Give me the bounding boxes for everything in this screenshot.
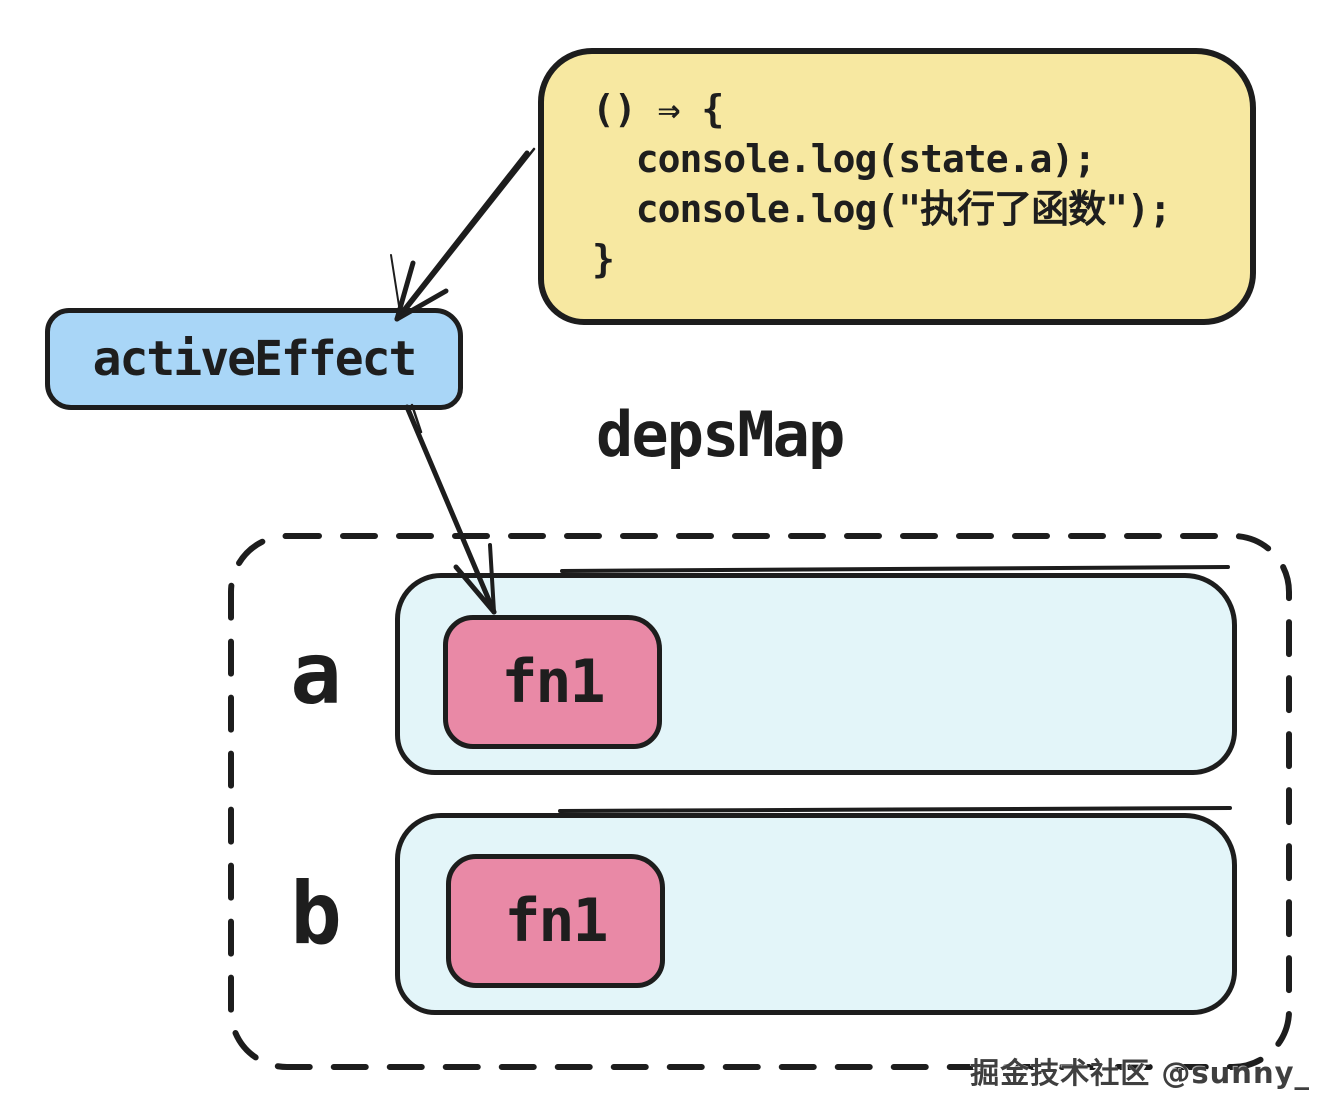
dep-key-b: b	[290, 864, 342, 964]
effect-function-code-box: () ⇒ { console.log(state.a); console.log…	[538, 48, 1256, 325]
dep-fn-a: fn1	[443, 615, 662, 749]
code-line: }	[592, 237, 615, 281]
active-effect-box: activeEffect	[45, 308, 463, 410]
dep-fn-b: fn1	[446, 854, 665, 988]
active-effect-label: activeEffect	[92, 331, 418, 387]
watermark: 掘金技术社区 @sunny_	[970, 1056, 1310, 1090]
dep-key-a: a	[290, 624, 342, 724]
arrow-code-to-active-effect-icon	[390, 147, 536, 322]
code-line: () ⇒ {	[592, 87, 724, 131]
code-line: console.log(state.a);	[592, 137, 1096, 181]
deps-map-title: depsMap	[596, 398, 845, 471]
code-line: console.log("执行了函数");	[592, 187, 1172, 231]
